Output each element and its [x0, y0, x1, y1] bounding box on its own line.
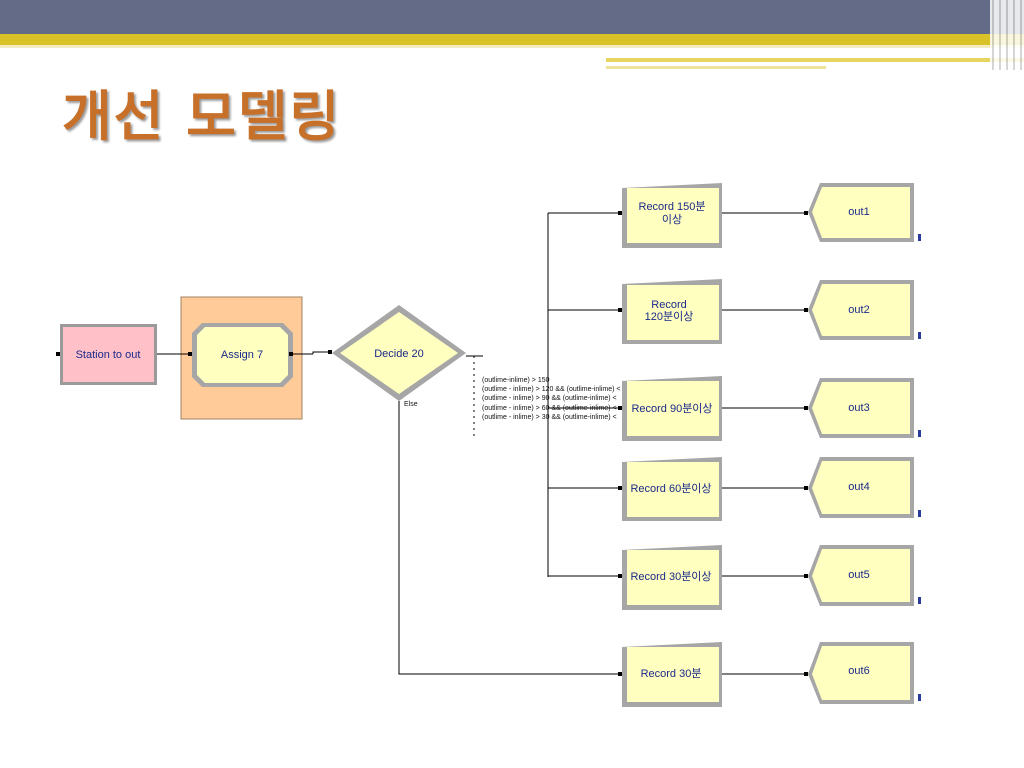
record-module[interactable]: Record 120분이상 [622, 279, 722, 344]
station-module[interactable]: Station to out [60, 324, 157, 385]
condition-label: (outlime-inlime) > 150 [482, 377, 550, 384]
dispose-module[interactable]: out1 [808, 183, 921, 242]
condition-label: (outlime - inlime) > 60 && (outlime-inli… [482, 405, 617, 412]
record-label-2: 120분이상 [645, 310, 694, 323]
header-gold-band [0, 34, 1024, 45]
out-label: out6 [848, 665, 869, 677]
dispose-module[interactable]: out2 [808, 280, 921, 340]
dispose-module[interactable]: out6 [808, 642, 921, 704]
out-label: out5 [848, 569, 869, 581]
record-label: Record 150분 [639, 201, 706, 213]
accent-line-short [606, 66, 826, 69]
connectors [157, 212, 808, 675]
record-label: Record [651, 299, 686, 311]
record-label: Record 60분이상 [630, 482, 711, 495]
out-label: out4 [848, 481, 869, 493]
corner-stripes [990, 0, 1024, 70]
dispose-module[interactable]: out3 [808, 378, 921, 438]
accent-line [606, 58, 1024, 62]
connector-dots [56, 211, 808, 676]
header-pale-band [0, 45, 1024, 48]
decide-module[interactable]: Decide 20 [332, 305, 466, 401]
condition-labels: (outlime-inlime) > 150 (outlime - inlime… [482, 377, 621, 421]
slide-title: 개선 모델링 [62, 85, 342, 148]
out-label: out3 [848, 402, 869, 414]
assign-module[interactable]: Assign 7 [192, 323, 293, 387]
record-label: Record 30분 [641, 668, 702, 680]
record-module[interactable]: Record 150분 이상 [622, 183, 722, 248]
condition-label: (outlime - inlime) > 90 && (outlime-inli… [482, 395, 617, 402]
condition-label: (outlime - inlime) > 120 && (outlime-inl… [482, 386, 621, 393]
record-module[interactable]: Record 60분이상 [622, 457, 722, 521]
out-label: out2 [848, 304, 869, 316]
condition-label: (outlime - inlime) > 30 && (outlime-inli… [482, 414, 617, 421]
record-label: Record 30분이상 [630, 570, 711, 583]
station-label: Station to out [76, 349, 141, 361]
decide-label: Decide 20 [374, 348, 424, 360]
record-module[interactable]: Record 90분이상 [622, 376, 722, 441]
record-label: Record 90분이상 [631, 402, 712, 415]
assign-label: Assign 7 [221, 349, 263, 361]
record-module[interactable]: Record 30분이상 [622, 545, 722, 610]
else-label: Else [404, 401, 418, 408]
record-label-2: 이상 [662, 213, 682, 226]
record-module[interactable]: Record 30분 [622, 642, 722, 707]
dispose-module[interactable]: out4 [808, 457, 921, 518]
out-label: out1 [848, 206, 869, 218]
dispose-module[interactable]: out5 [808, 545, 921, 606]
header-band [0, 0, 1024, 34]
